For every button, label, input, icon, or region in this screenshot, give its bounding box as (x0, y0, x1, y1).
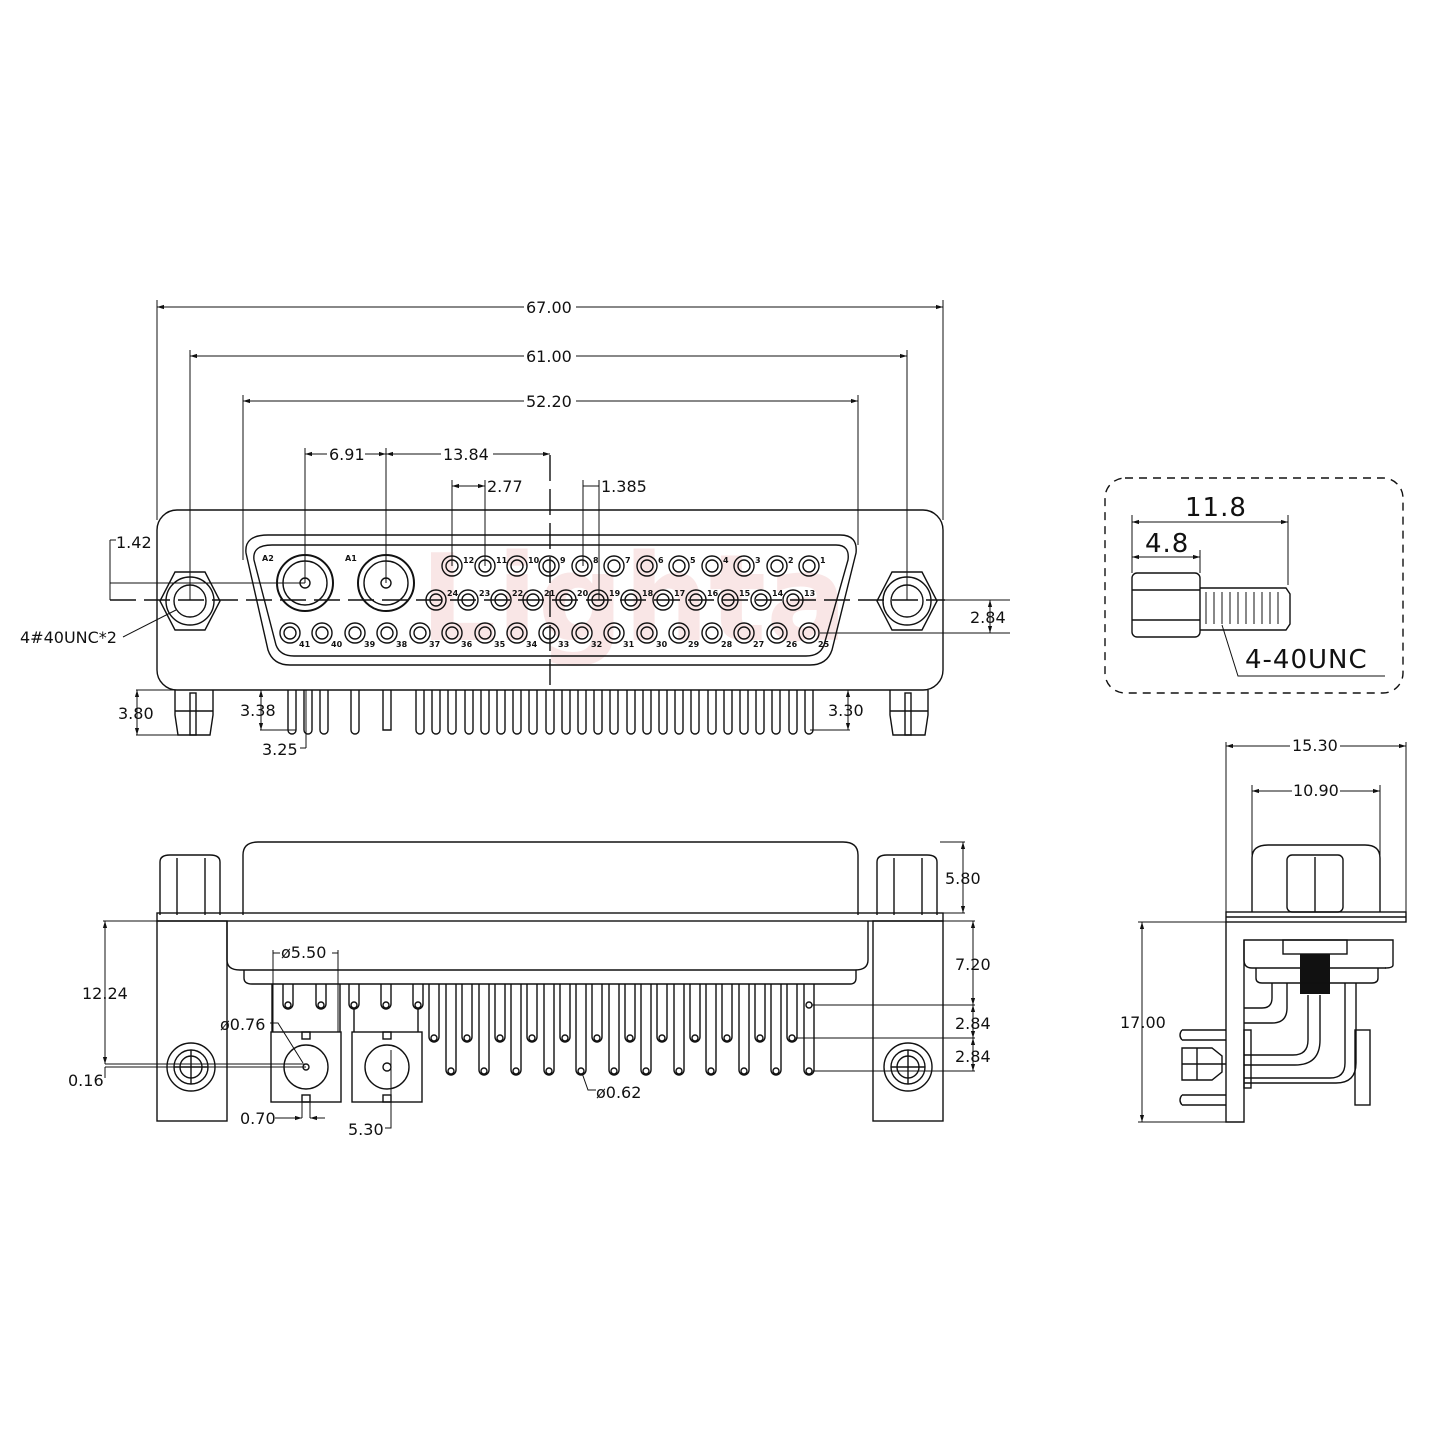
svg-text:22: 22 (512, 589, 523, 598)
nut-left-side (159, 854, 221, 915)
svg-text:29: 29 (688, 640, 700, 649)
svg-text:32: 32 (591, 640, 602, 649)
svg-text:9: 9 (560, 556, 566, 565)
svg-text:5: 5 (690, 556, 696, 565)
svg-text:2: 2 (788, 556, 794, 565)
svg-text:3: 3 (755, 556, 761, 565)
svg-text:18: 18 (642, 589, 654, 598)
pin-row-2: 24 23 22 21 20 19 18 17 16 15 14 13 (425, 589, 815, 611)
dim-row-pitch-2: 2.84 (955, 1047, 991, 1066)
svg-text:14: 14 (772, 589, 784, 598)
svg-text:20: 20 (577, 589, 589, 598)
svg-text:1: 1 (820, 556, 826, 565)
svg-text:13: 13 (804, 589, 815, 598)
svg-text:31: 31 (623, 640, 635, 649)
svg-text:39: 39 (364, 640, 376, 649)
svg-text:17: 17 (674, 589, 685, 598)
svg-text:38: 38 (396, 640, 408, 649)
svg-text:27: 27 (753, 640, 764, 649)
coax-pins (271, 984, 424, 1032)
dim-overall-width: 67.00 (526, 298, 572, 317)
thread-callout: 4#40UNC*2 (20, 628, 117, 647)
dim-shell-depth: 10.90 (1293, 781, 1339, 800)
svg-text:30: 30 (656, 640, 668, 649)
side-view: 15.30 10.90 17.00 (1120, 736, 1407, 1123)
dim-height-to-hole: 12.24 (82, 984, 128, 1003)
dim-half-pitch: 1.385 (601, 477, 647, 496)
dim-shell-to-row1: 7.20 (955, 955, 991, 974)
label-a2: A2 (262, 554, 274, 563)
dim-pin-pitch: 2.77 (487, 477, 523, 496)
svg-text:41: 41 (299, 640, 311, 649)
dim-pin-diameter: ø0.62 (596, 1083, 641, 1102)
dim-hex-length: 4.8 (1145, 529, 1189, 559)
svg-text:36: 36 (461, 640, 473, 649)
dim-height: 17.00 (1120, 1013, 1166, 1032)
svg-text:6: 6 (658, 556, 664, 565)
svg-text:16: 16 (707, 589, 719, 598)
signal-pins (428, 984, 815, 1076)
svg-text:11: 11 (496, 556, 508, 565)
svg-text:8: 8 (593, 556, 599, 565)
boardlock-right (889, 690, 929, 736)
pin-tails (287, 690, 814, 735)
svg-text:28: 28 (721, 640, 733, 649)
dim-nut-height: 5.80 (945, 869, 981, 888)
d-shell-outer (245, 534, 857, 666)
dim-boardlock-left: 3.80 (118, 704, 154, 723)
front-view: A2 A1 12 11 10 9 8 7 6 5 4 3 2 1 24 23 2… (20, 296, 1010, 759)
dim-mount-hole-spacing: 61.00 (526, 347, 572, 366)
thread-label: 4-40UNC (1245, 645, 1368, 675)
screw-detail: 11.8 4.8 4-40UNC (1104, 477, 1404, 694)
svg-text:21: 21 (544, 589, 556, 598)
svg-text:26: 26 (786, 640, 798, 649)
svg-text:24: 24 (447, 589, 459, 598)
svg-text:12: 12 (463, 556, 474, 565)
d-shell-inner (253, 544, 849, 657)
svg-text:33: 33 (558, 640, 569, 649)
svg-text:25: 25 (818, 640, 830, 649)
nut-right-side (876, 854, 938, 915)
boardlock-left (174, 690, 214, 736)
svg-text:35: 35 (494, 640, 506, 649)
dim-overall-depth: 15.30 (1292, 736, 1338, 755)
svg-text:23: 23 (479, 589, 490, 598)
dim-shell-width: 52.20 (526, 392, 572, 411)
label-a1: A1 (345, 554, 357, 563)
dim-coax-slot: 0.70 (240, 1109, 276, 1128)
dim-pin-tail-b: 3.25 (262, 740, 298, 759)
dim-row-pitch: 2.84 (970, 608, 1006, 627)
coax-footprint-a1 (351, 1031, 423, 1103)
svg-text:37: 37 (429, 640, 440, 649)
svg-text:10: 10 (528, 556, 540, 565)
svg-text:4: 4 (723, 556, 729, 565)
dim-coax-diameter: ø5.50 (281, 943, 326, 962)
svg-text:15: 15 (739, 589, 751, 598)
svg-text:34: 34 (526, 640, 538, 649)
dim-hole-offset: 0.16 (68, 1071, 104, 1090)
dim-coax-body: 5.30 (348, 1120, 384, 1139)
dim-a2-to-a1: 6.91 (329, 445, 365, 464)
dim-row-pitch-1: 2.84 (955, 1014, 991, 1033)
svg-text:7: 7 (625, 556, 631, 565)
boardlock-hole-right (883, 1042, 933, 1092)
svg-text:40: 40 (331, 640, 343, 649)
dim-screw-length: 11.8 (1185, 493, 1247, 523)
dim-pin-tail-a: 3.38 (240, 701, 276, 720)
dim-coax-pin-diameter: ø0.76 (220, 1015, 265, 1034)
dim-boardlock-right: 3.30 (828, 701, 864, 720)
pin-row-3: 41 40 39 38 37 36 35 34 33 32 31 30 29 2… (279, 622, 830, 649)
bottom-view: 5.80 7.20 2.84 2.84 12.24 0.16 ø5.50 ø0.… (68, 841, 991, 1139)
dim-coax-offset: 1.42 (116, 533, 152, 552)
svg-text:19: 19 (609, 589, 621, 598)
dim-a1-to-center: 13.84 (443, 445, 489, 464)
